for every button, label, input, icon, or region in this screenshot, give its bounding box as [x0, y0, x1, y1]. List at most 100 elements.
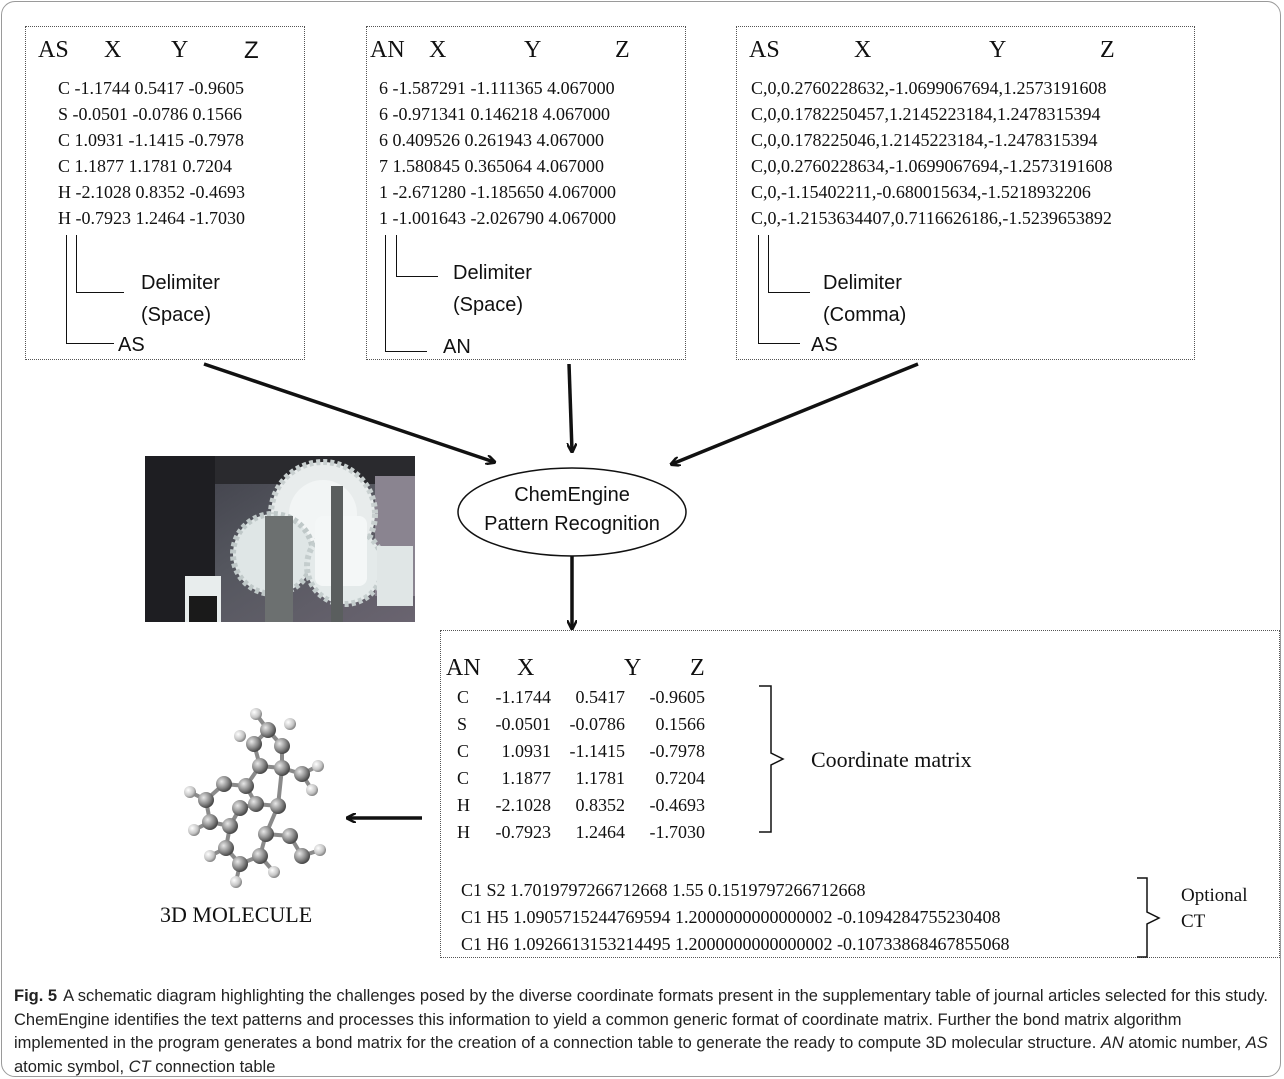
coord-row: 7 1.580845 0.365064 4.067000 — [379, 156, 604, 176]
ct-label-line1: Optional — [1181, 885, 1248, 906]
header-y: Y — [624, 655, 642, 681]
carbon-atom — [202, 814, 218, 830]
header-z: Z — [615, 37, 630, 63]
engine-subtitle: Pattern Recognition — [484, 513, 660, 535]
header-z: Z — [1100, 37, 1115, 63]
coord-row: 6 -0.971341 0.146218 4.067000 — [379, 104, 610, 124]
carbon-atom — [232, 856, 248, 872]
x-value: -0.0501 — [495, 714, 552, 734]
carbon-atom — [270, 798, 286, 814]
header-z: Z — [690, 655, 705, 681]
delimiter-type: (Space) — [453, 294, 524, 316]
hydrogen-atom — [250, 708, 262, 720]
carbon-atom — [198, 792, 214, 808]
header-x: X — [517, 655, 535, 681]
delimiter-label: Delimiter — [453, 262, 532, 284]
engine-title: ChemEngine — [514, 484, 630, 506]
hydrogen-atom — [188, 824, 200, 836]
carbon-atom — [216, 776, 232, 792]
carbon-atom — [274, 760, 290, 776]
ct-row: C1 S2 1.7019797266712668 1.55 0.15197972… — [461, 880, 866, 900]
coord-row: 6 0.409526 0.261943 4.067000 — [379, 130, 604, 150]
molecule-3d-illustration — [184, 708, 326, 888]
z-value: -0.4693 — [649, 795, 706, 815]
bracket-line — [385, 235, 386, 352]
caption-abbr-ct: CT — [128, 1057, 151, 1076]
coord-row: C 1.1877 1.1781 0.7204 — [58, 156, 233, 176]
x-value: 1.0931 — [501, 741, 552, 761]
caption-abbr-an: AN — [1100, 1034, 1124, 1052]
ct-row: C1 H5 1.0905715244769594 1.2000000000000… — [461, 907, 1001, 927]
hydrogen-atom — [184, 786, 196, 798]
carbon-atom — [238, 778, 254, 794]
atom-symbol: H — [457, 822, 470, 842]
atom-symbol: C — [457, 768, 470, 788]
bracket-line — [396, 235, 397, 277]
x-value: -0.7923 — [495, 822, 552, 842]
header-x: X — [104, 37, 122, 63]
output-box: AN X Y Z C -1.1744 0.5417 -0.9605 S -0.0… — [440, 630, 1280, 958]
hydrogen-atom — [314, 844, 326, 856]
header-x: X — [429, 37, 447, 63]
molecule-label: 3D MOLECULE — [160, 902, 313, 927]
bracket-line — [396, 276, 438, 277]
caption-text: A schematic diagram highlighting the cha… — [14, 987, 1268, 1052]
atom-symbol: C — [457, 687, 470, 707]
coord-row: H -0.7923 1.2464 -1.7030 — [58, 208, 245, 228]
header-as: AS — [749, 37, 780, 63]
coord-row: H -2.1028 0.8352 -0.4693 — [58, 182, 245, 202]
carbon-atom — [248, 796, 264, 812]
y-value: 1.1781 — [575, 768, 626, 788]
header-as: AS — [38, 37, 69, 63]
ct-brace — [1137, 877, 1161, 958]
carbon-atom — [222, 818, 238, 834]
x-value: -2.1028 — [495, 795, 552, 815]
caption-fig-number: Fig. 5 — [14, 987, 58, 1005]
arrow-box2-to-engine — [569, 363, 572, 451]
input-format-box-3: AS X Y Z C,0,0.2760228632,-1.0699067694,… — [736, 26, 1195, 360]
bracket-line — [66, 343, 114, 344]
bracket-line — [758, 343, 800, 344]
gear-photo — [145, 456, 415, 622]
hydrogen-atom — [306, 784, 318, 796]
caption-abbr-ct-def: connection table — [150, 1057, 276, 1076]
y-value: 0.8352 — [575, 795, 626, 815]
hydrogen-atom — [312, 760, 324, 772]
hydrogen-atom — [230, 876, 242, 888]
field-label: AN — [443, 336, 471, 358]
carbon-atom — [218, 840, 234, 856]
y-value: 0.5417 — [575, 687, 626, 707]
ct-label-line2: CT — [1181, 911, 1206, 932]
coord-row: C 1.0931 -1.1415 -0.7978 — [58, 130, 244, 150]
ct-row: C1 H6 1.0926613153214495 1.2000000000000… — [461, 934, 1010, 954]
coord-row: C,0,0.1782250457,1.2145223184,1.24783153… — [751, 104, 1101, 124]
caption-abbr-as-def: atomic symbol, — [14, 1057, 129, 1076]
caption-abbr-an-def: atomic number, — [1123, 1034, 1246, 1052]
hydrogen-atom — [204, 850, 216, 862]
field-label: AS — [118, 334, 145, 356]
carbon-atom — [274, 738, 290, 754]
x-value: 1.1877 — [501, 768, 552, 788]
carbon-atom — [252, 848, 268, 864]
bracket-line — [758, 235, 759, 344]
input-format-box-1: AS X Y Z C -1.1744 0.5417 -0.9605 S -0.0… — [25, 26, 305, 360]
coord-row: 6 -1.587291 -1.111365 4.067000 — [379, 78, 615, 98]
bracket-line — [768, 235, 769, 293]
carbon-atom — [260, 722, 276, 738]
input-format-box-2: AN X Y Z 6 -1.587291 -1.111365 4.067000 … — [366, 26, 686, 360]
hydrogen-atom — [284, 718, 296, 730]
bracket-line — [385, 351, 427, 352]
bracket-line — [76, 235, 77, 293]
coord-row: C,0,0.178225046,1.2145223184,-1.24783153… — [751, 130, 1098, 150]
z-value: -0.9605 — [649, 687, 706, 707]
hydrogen-atom — [268, 866, 280, 878]
coord-row: C,0,-1.15402211,-0.680015634,-1.52189322… — [751, 182, 1091, 202]
header-y: Y — [989, 37, 1007, 63]
x-value: -1.1744 — [495, 687, 552, 707]
carbon-atom — [282, 828, 298, 844]
carbon-atom — [294, 766, 310, 782]
header-x: X — [854, 37, 872, 63]
